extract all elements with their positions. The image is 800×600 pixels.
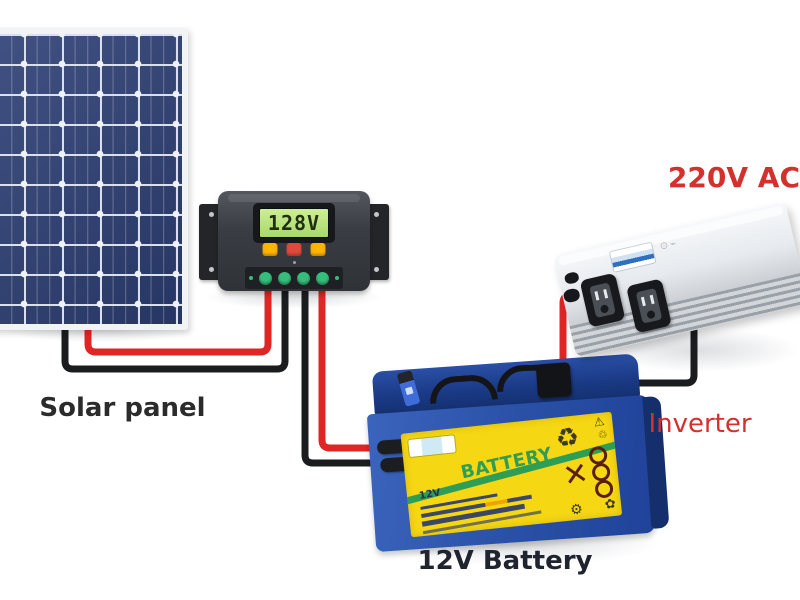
dc-input-knob-2 — [562, 287, 581, 304]
dc-input-knob-1 — [563, 271, 580, 285]
battery-label: BATTERY 12V ♻ ⚠ ♲ ✕ ⚙ ✿ — [400, 411, 623, 538]
terminal-3 — [297, 271, 310, 285]
red-button — [286, 243, 302, 256]
wire-panel-to-controller-red — [84, 284, 272, 356]
yellow-button-left — [262, 243, 278, 256]
battery-side-terminal-positive — [376, 439, 404, 455]
wire-controller-to-battery-black — [301, 281, 405, 467]
ac-outlet-1 — [579, 272, 626, 328]
recycle-alt-icon: ♲ — [596, 427, 609, 443]
inverter-caption: Inverter — [648, 409, 752, 439]
recycle-icon: ♻ — [553, 421, 582, 456]
inverter-body: ⊙⌁ — [553, 202, 800, 358]
inverter-spec-label — [609, 242, 656, 272]
wire-controller-to-battery-red — [318, 281, 401, 452]
ac-output-label: 220V AC — [667, 161, 800, 194]
indicator-dot — [293, 261, 296, 264]
battery: BATTERY 12V ♻ ⚠ ♲ ✕ ⚙ ✿ — [364, 350, 673, 560]
flower-icon: ✿ — [603, 496, 618, 513]
terminal-led-right — [335, 276, 339, 280]
terminal-led-left — [249, 276, 253, 280]
terminal-2 — [278, 271, 291, 285]
terminal-4 — [316, 271, 329, 285]
battery-model-text: 12V — [418, 487, 442, 502]
warning-triangle-icon: ⚠ — [592, 413, 606, 430]
inverter: ⊙⌁ — [553, 198, 800, 362]
battery-top-terminal — [535, 362, 573, 399]
controller-buttons — [262, 243, 326, 256]
charge-controller: 128V — [197, 190, 391, 294]
battery-caption: 12V Battery — [417, 546, 593, 576]
yellow-button-right — [310, 243, 326, 256]
gear-icon: ⚙ — [569, 501, 585, 519]
terminal-1 — [259, 271, 272, 285]
wire-panel-to-controller-black — [61, 284, 289, 373]
cross-icon: ✕ — [560, 455, 592, 495]
lcd-display: 128V — [259, 208, 329, 238]
wire-inverter-to-battery-black — [558, 320, 698, 387]
solar-panel — [0, 28, 188, 330]
terminal-strip — [245, 267, 343, 289]
controller-body: 128V — [218, 191, 370, 291]
solar-panel-label: Solar panel — [39, 393, 206, 423]
socket-icon — [589, 282, 616, 319]
solar-cells-grid — [0, 34, 182, 324]
battery-brand-logo — [408, 435, 456, 458]
lcd-bezel: 128V — [253, 203, 335, 243]
inverter-top-markings: ⊙⌁ — [658, 237, 680, 253]
warning-icons-panel: ♻ ⚠ ♲ ✕ ⚙ ✿ — [551, 412, 623, 520]
socket-icon — [635, 288, 663, 324]
